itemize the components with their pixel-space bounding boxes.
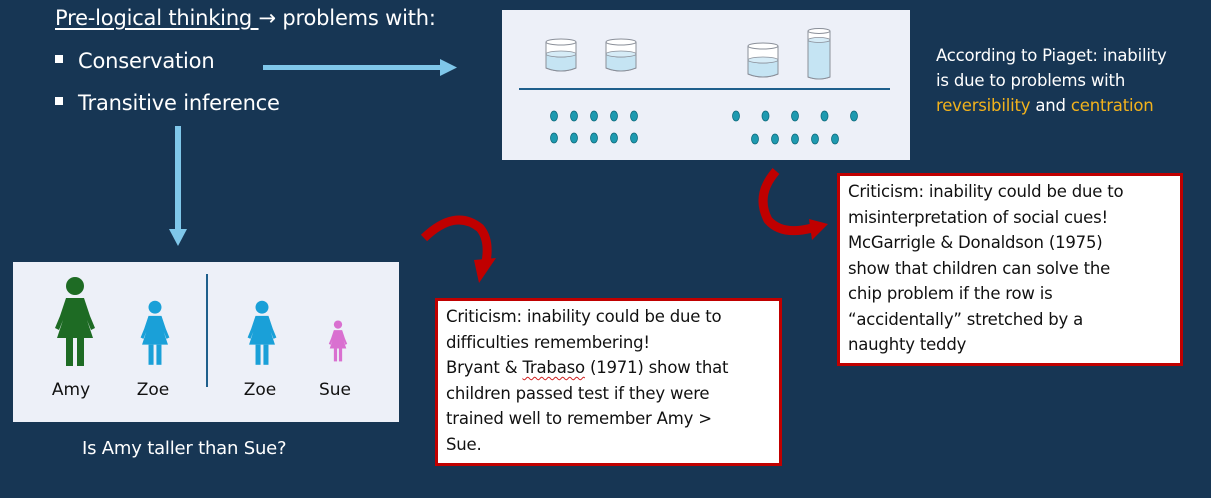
criticism-line: chip problem if the row is bbox=[848, 284, 1053, 303]
glass-icon bbox=[545, 38, 577, 72]
piaget-line: reversibility and centration bbox=[936, 93, 1167, 118]
conservation-illustration bbox=[519, 28, 890, 145]
spellcheck-word: Trabaso bbox=[522, 358, 585, 377]
highlight-reversibility: reversibility bbox=[936, 96, 1031, 115]
conservation-figure bbox=[502, 10, 910, 160]
criticism-line: “accidentally” stretched by a bbox=[848, 309, 1084, 329]
chip-icon bbox=[751, 133, 759, 145]
criticism-line: Sue. bbox=[446, 434, 482, 454]
person-zoe-icon bbox=[247, 300, 277, 365]
question-text: Is Amy taller than Sue? bbox=[82, 438, 287, 459]
piaget-line: According to Piaget: inability bbox=[936, 46, 1167, 65]
chip-icon bbox=[550, 110, 558, 122]
text-part: Bryant & bbox=[446, 358, 523, 377]
piaget-line: is due to problems with bbox=[936, 71, 1126, 90]
criticism-line: difficulties remembering! bbox=[446, 332, 650, 352]
criticism-line: McGarrigle & Donaldson (1975) bbox=[848, 233, 1103, 252]
title-underlined: Pre-logical thinking bbox=[55, 6, 259, 30]
chip-icon bbox=[630, 110, 638, 122]
chip-icon bbox=[791, 110, 799, 122]
title-arrow: → bbox=[258, 6, 277, 30]
criticism-social-cues-box: Criticism: inability could be due to mis… bbox=[837, 173, 1183, 366]
chip-icon bbox=[630, 132, 638, 144]
criticism-line: show that children can solve the bbox=[848, 258, 1111, 278]
label-zoe: Zoe bbox=[136, 380, 170, 400]
label-amy: Amy bbox=[51, 380, 91, 400]
criticism-line: children passed test if they were bbox=[446, 383, 710, 403]
criticism-line: naughty teddy bbox=[848, 335, 967, 354]
criticism-memory-box: Criticism: inability could be due to dif… bbox=[435, 298, 782, 466]
title-rest: problems with: bbox=[275, 6, 436, 30]
chip-icon bbox=[590, 132, 598, 144]
person-zoe-icon bbox=[140, 300, 170, 365]
arrow-down-icon bbox=[169, 126, 187, 246]
bullet-conservation: Conservation bbox=[55, 49, 215, 73]
chip-icon bbox=[570, 132, 578, 144]
chip-icon bbox=[610, 132, 618, 144]
chip-icon bbox=[590, 110, 598, 122]
glass-icon bbox=[807, 28, 831, 80]
bullet-text: Transitive inference bbox=[78, 91, 280, 115]
bullet-square-icon bbox=[55, 97, 63, 105]
chip-icon bbox=[850, 110, 858, 122]
chip-icon bbox=[831, 133, 839, 145]
bullet-square-icon bbox=[55, 55, 63, 63]
label-sue: Sue bbox=[318, 380, 352, 400]
highlight-centration: centration bbox=[1070, 96, 1154, 115]
chip-icon bbox=[820, 110, 829, 122]
chip-icon bbox=[610, 110, 618, 122]
arrow-right-icon bbox=[263, 59, 457, 76]
slide-title: Pre-logical thinking → problems with: bbox=[55, 6, 436, 30]
person-amy-icon bbox=[55, 277, 95, 366]
criticism-line: Bryant & Trabaso (1971) show that bbox=[446, 355, 771, 381]
piaget-note: According to Piaget: inability is due to… bbox=[936, 43, 1167, 118]
chip-icon bbox=[791, 133, 799, 145]
bullet-text: Conservation bbox=[78, 49, 215, 73]
criticism-line: Criticism: inability could be due to bbox=[446, 307, 722, 326]
chip-icon bbox=[771, 133, 779, 145]
person-sue-icon bbox=[328, 320, 348, 362]
conjunction: and bbox=[1030, 96, 1071, 115]
curved-arrow-icon bbox=[758, 168, 828, 240]
criticism-line: trained well to remember Amy > bbox=[446, 409, 712, 428]
text-part: (1971) show that bbox=[584, 358, 729, 377]
label-zoe: Zoe bbox=[243, 380, 277, 400]
chip-icon bbox=[550, 132, 558, 144]
transitive-inference-figure: Amy Zoe Zoe Sue bbox=[13, 262, 399, 422]
chip-rows bbox=[550, 110, 858, 145]
chip-icon bbox=[732, 110, 740, 122]
chip-icon bbox=[811, 133, 819, 145]
chip-icon bbox=[570, 110, 578, 122]
criticism-line: misinterpretation of social cues! bbox=[848, 207, 1108, 227]
glass-icon bbox=[747, 42, 779, 78]
curved-arrow-icon bbox=[420, 215, 496, 283]
bullet-transitive-inference: Transitive inference bbox=[55, 91, 280, 115]
chip-icon bbox=[761, 110, 770, 122]
criticism-line: Criticism: inability could be due to bbox=[848, 182, 1124, 201]
glass-icon bbox=[605, 38, 637, 72]
people-illustration bbox=[55, 274, 348, 387]
